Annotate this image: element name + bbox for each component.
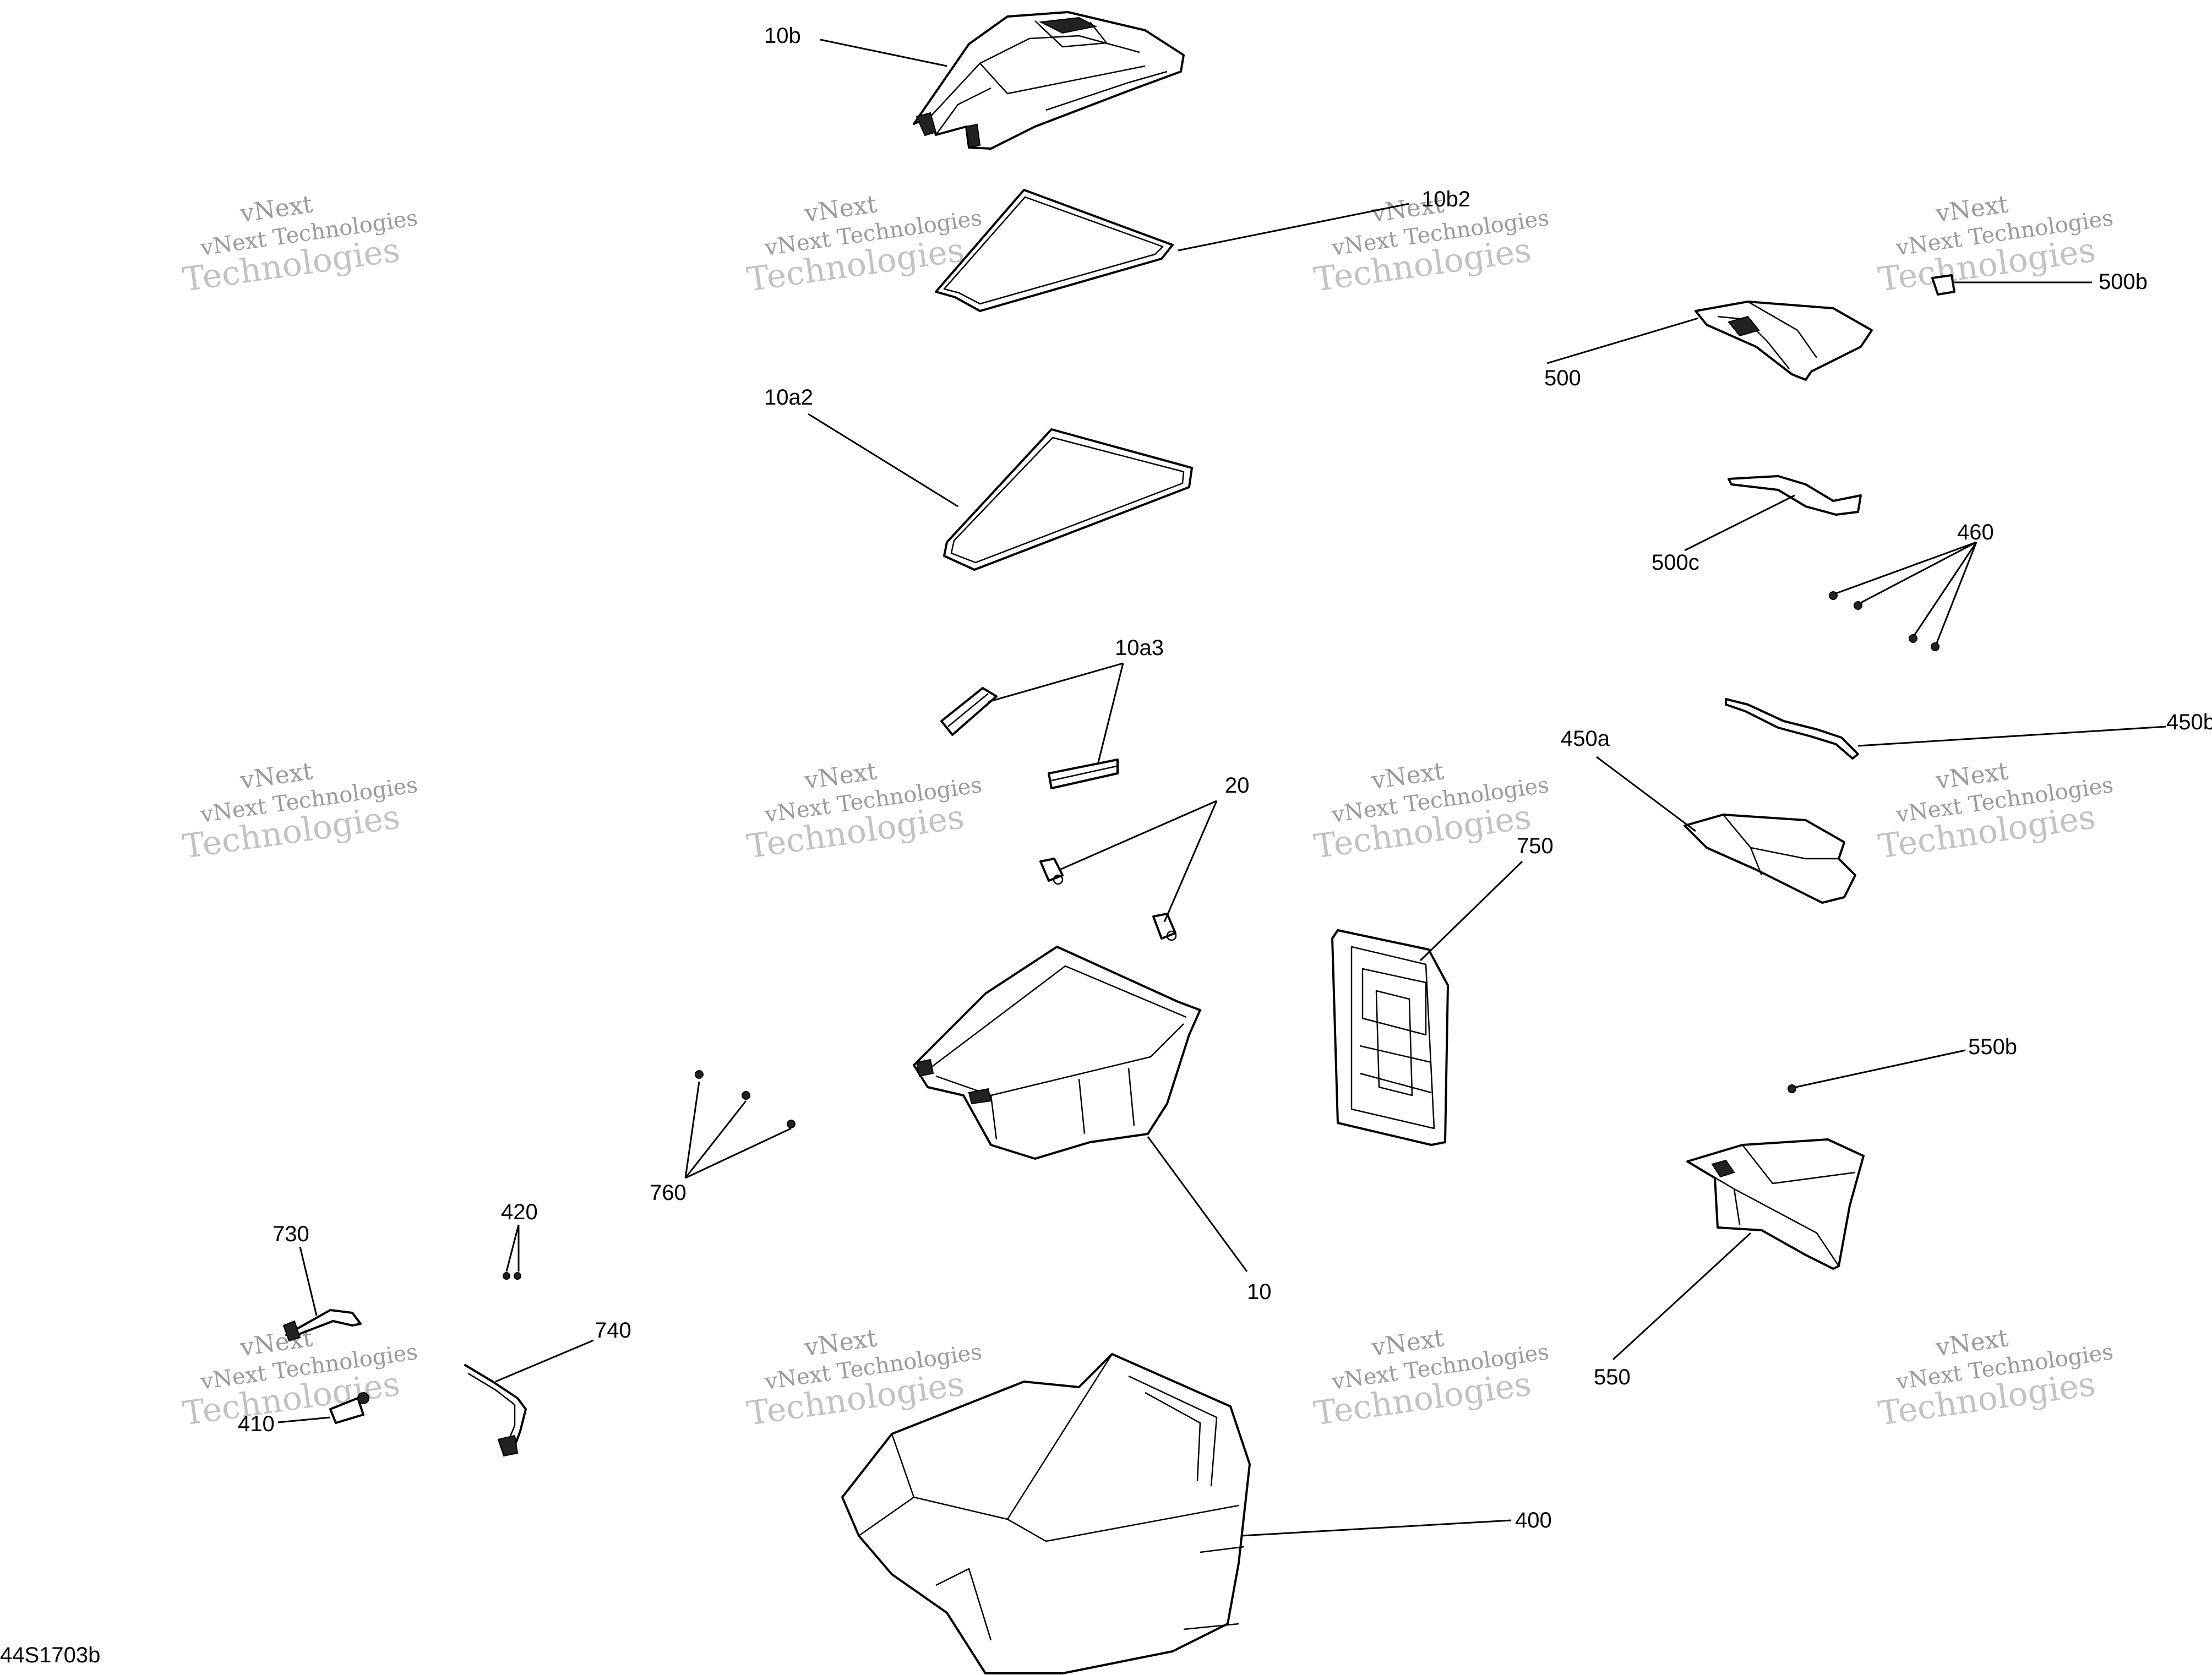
callout-500: 500 — [1544, 366, 1581, 390]
part-760-fasteners — [695, 1070, 796, 1128]
callout-10b2: 10b2 — [1421, 187, 1470, 211]
callout-730: 730 — [273, 1222, 309, 1246]
callout-500c: 500c — [1652, 550, 1699, 575]
watermark: vNext vNext Technologies Technologies — [181, 757, 419, 866]
watermark-grid: vNext vNext Technologies Technologies vN… — [181, 190, 2115, 1433]
callout-450a: 450a — [1561, 727, 1610, 751]
callout-550b: 550b — [1968, 1035, 2017, 1059]
part-550b-screw — [1788, 1084, 1796, 1093]
part-20-clip-b — [1152, 913, 1177, 941]
watermark: vNext vNext Technologies Technologies — [181, 190, 419, 299]
diagram-reference-code: 44S1703b — [0, 1643, 100, 1667]
callout-10b: 10b — [764, 24, 801, 48]
callout-760: 760 — [650, 1181, 687, 1205]
callout-740: 740 — [595, 1318, 631, 1343]
callout-410: 410 — [238, 1412, 275, 1436]
part-450a-tray — [1683, 814, 1856, 904]
callout-10: 10 — [1247, 1280, 1272, 1304]
watermark: vNext vNext Technologies Technologies — [1876, 1324, 2115, 1433]
watermark: vNext vNext Technologies Technologies — [1876, 757, 2115, 866]
part-10a3-latch-upper — [940, 687, 998, 736]
part-10b2-seal — [935, 189, 1174, 312]
watermark: vNext vNext Technologies Technologies — [745, 190, 984, 299]
part-20-clip-a — [1039, 858, 1064, 885]
part-550-tub — [1686, 1138, 1865, 1270]
callout-450b: 450b — [2166, 710, 2212, 734]
callout-750: 750 — [1517, 834, 1554, 858]
watermark: vNext vNext Technologies Technologies — [1312, 1324, 1551, 1433]
part-500b-clip — [1931, 274, 1955, 296]
leader-lines — [277, 39, 2167, 1537]
callout-460: 460 — [1957, 520, 1994, 544]
part-730-handle — [282, 1309, 362, 1342]
callout-10a3: 10a3 — [1115, 636, 1164, 660]
callout-500b: 500b — [2099, 270, 2148, 294]
part-10-storage-bin — [913, 946, 1201, 1160]
part-500-cover — [1695, 301, 1873, 381]
part-450b-strip — [1725, 698, 1859, 760]
callout-labels: 10b 10b2 10a2 10a3 20 10 760 420 730 740… — [238, 24, 2212, 1532]
part-10a2-seal — [943, 428, 1193, 571]
part-740-strap — [464, 1364, 527, 1457]
callout-400: 400 — [1515, 1508, 1552, 1532]
callout-550: 550 — [1594, 1365, 1631, 1389]
callout-10a2: 10a2 — [764, 385, 813, 410]
part-750-panel — [1331, 929, 1449, 1146]
part-460-screws — [1829, 591, 1939, 651]
watermark: vNext vNext Technologies Technologies — [745, 757, 984, 866]
part-10a3-latch-lower — [1048, 759, 1119, 789]
callout-420: 420 — [501, 1200, 538, 1224]
callout-20: 20 — [1225, 773, 1250, 798]
watermark: vNext vNext Technologies Technologies — [1312, 190, 1551, 299]
part-420-fasteners — [503, 1272, 521, 1280]
watermark: vNext vNext Technologies Technologies — [1876, 190, 2115, 299]
part-500c-strip — [1728, 475, 1862, 516]
part-10b-lid — [913, 11, 1185, 150]
part-400-lower-tub — [841, 1353, 1251, 1674]
part-410-bracket — [329, 1392, 369, 1424]
